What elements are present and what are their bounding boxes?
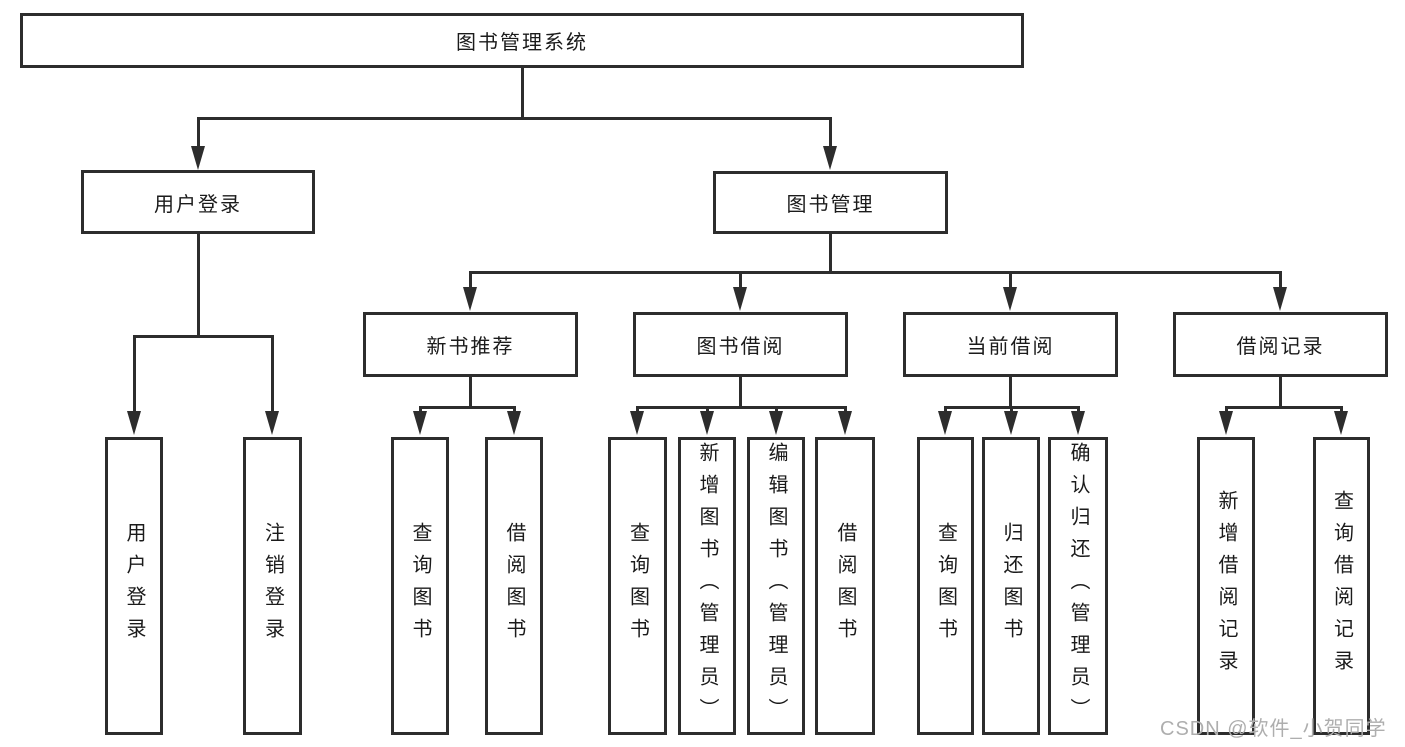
node-leaf-return-book: 归还图书 — [982, 437, 1040, 735]
node-leaf-user-login: 用户登录 — [105, 437, 163, 735]
arrow-down-icon — [127, 411, 141, 435]
connector-line — [1009, 406, 1013, 415]
arrow-down-icon — [700, 411, 714, 435]
arrow-down-icon — [630, 411, 644, 435]
arrow-down-icon — [463, 287, 477, 311]
connector-line — [738, 271, 742, 291]
node-leaf-add-book: 新增图书（管理员） — [678, 437, 736, 735]
connector-line — [418, 406, 516, 409]
arrow-down-icon — [1273, 287, 1287, 311]
arrow-down-icon — [265, 411, 279, 435]
connector-line — [1278, 271, 1282, 291]
connector-line — [843, 406, 847, 415]
connector-line — [828, 117, 832, 150]
connector-line — [418, 406, 422, 415]
node-book-borrowing: 图书借阅 — [633, 312, 848, 377]
connector-line — [270, 335, 274, 415]
node-leaf-query-book-1: 查询图书 — [391, 437, 449, 735]
node-new-book-recommend: 新书推荐 — [363, 312, 578, 377]
node-leaf-query-book-2: 查询图书 — [608, 437, 667, 735]
arrow-down-icon — [733, 287, 747, 311]
connector-line — [635, 406, 639, 415]
node-leaf-logout: 注销登录 — [243, 437, 302, 735]
connector-line — [196, 231, 200, 335]
connector-line — [196, 117, 200, 150]
arrow-down-icon — [823, 146, 837, 170]
connector-line — [520, 66, 524, 117]
arrow-down-icon — [1334, 411, 1348, 435]
arrow-down-icon — [1004, 411, 1018, 435]
arrow-down-icon — [413, 411, 427, 435]
connector-line — [1224, 406, 1343, 409]
csdn-watermark: CSDN @软件_小贺同学 — [1160, 718, 1387, 740]
connector-line — [1339, 406, 1343, 415]
arrow-down-icon — [838, 411, 852, 435]
arrow-down-icon — [507, 411, 521, 435]
connector-line — [1076, 406, 1080, 415]
arrow-down-icon — [938, 411, 952, 435]
connector-line — [132, 335, 136, 415]
connector-line — [774, 406, 778, 415]
node-current-borrowing: 当前借阅 — [903, 312, 1118, 377]
node-leaf-confirm-return: 确认归还（管理员） — [1048, 437, 1108, 735]
connector-line — [943, 406, 947, 415]
connector-line — [1278, 374, 1282, 406]
connector-line — [828, 231, 832, 271]
node-borrowing-records: 借阅记录 — [1173, 312, 1388, 377]
connector-line — [1224, 406, 1228, 415]
connector-line — [1008, 374, 1012, 406]
node-leaf-add-borrow-record: 新增借阅记录 — [1197, 437, 1255, 735]
connector-line — [635, 406, 847, 409]
node-leaf-query-borrow-record: 查询借阅记录 — [1313, 437, 1370, 735]
node-leaf-edit-book: 编辑图书（管理员） — [747, 437, 805, 735]
connector-line — [705, 406, 709, 415]
node-book-management: 图书管理 — [713, 171, 948, 234]
node-system-root: 图书管理系统 — [20, 13, 1024, 68]
node-leaf-borrow-book-1: 借阅图书 — [485, 437, 543, 735]
connector-line — [132, 335, 274, 338]
arrow-down-icon — [1071, 411, 1085, 435]
node-leaf-query-book-3: 查询图书 — [917, 437, 974, 735]
connector-line — [468, 374, 472, 406]
node-leaf-borrow-book-2: 借阅图书 — [815, 437, 875, 735]
connector-line — [468, 271, 1282, 274]
connector-line — [468, 271, 472, 291]
arrow-down-icon — [1003, 287, 1017, 311]
arrow-down-icon — [769, 411, 783, 435]
arrow-down-icon — [1219, 411, 1233, 435]
node-user-login: 用户登录 — [81, 170, 315, 234]
connector-line — [196, 117, 832, 120]
connector-line — [738, 374, 742, 406]
connector-line — [1008, 271, 1012, 291]
arrow-down-icon — [191, 146, 205, 170]
connector-line — [512, 406, 516, 415]
